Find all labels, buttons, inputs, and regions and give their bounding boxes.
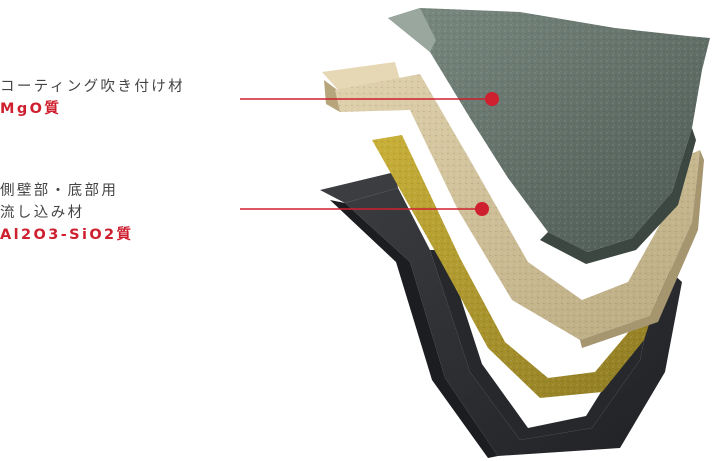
callout-2-name-line-2: 流し込み材 <box>0 205 85 221</box>
callout-1-name-line-1: コーティング吹き付け材 <box>0 79 186 95</box>
callout-coating-material: コーティング吹き付け材 MgO質 <box>0 76 185 120</box>
permanent-lining-layer <box>372 135 664 398</box>
castable-lining-layer <box>322 62 704 348</box>
callout-1-material: MgO質 <box>0 101 62 117</box>
callout-2-material: Al2O3-SiO2質 <box>0 227 134 243</box>
callout-leader-1 <box>240 92 499 106</box>
steel-shell-layer <box>320 172 682 458</box>
callout-2-name-line-1: 側壁部・底部用 <box>0 183 119 199</box>
callout-castable-material: 側壁部・底部用 流し込み材 Al2O3-SiO2質 <box>0 180 133 246</box>
callout-leader-2 <box>240 202 489 216</box>
coating-layer <box>388 8 710 264</box>
